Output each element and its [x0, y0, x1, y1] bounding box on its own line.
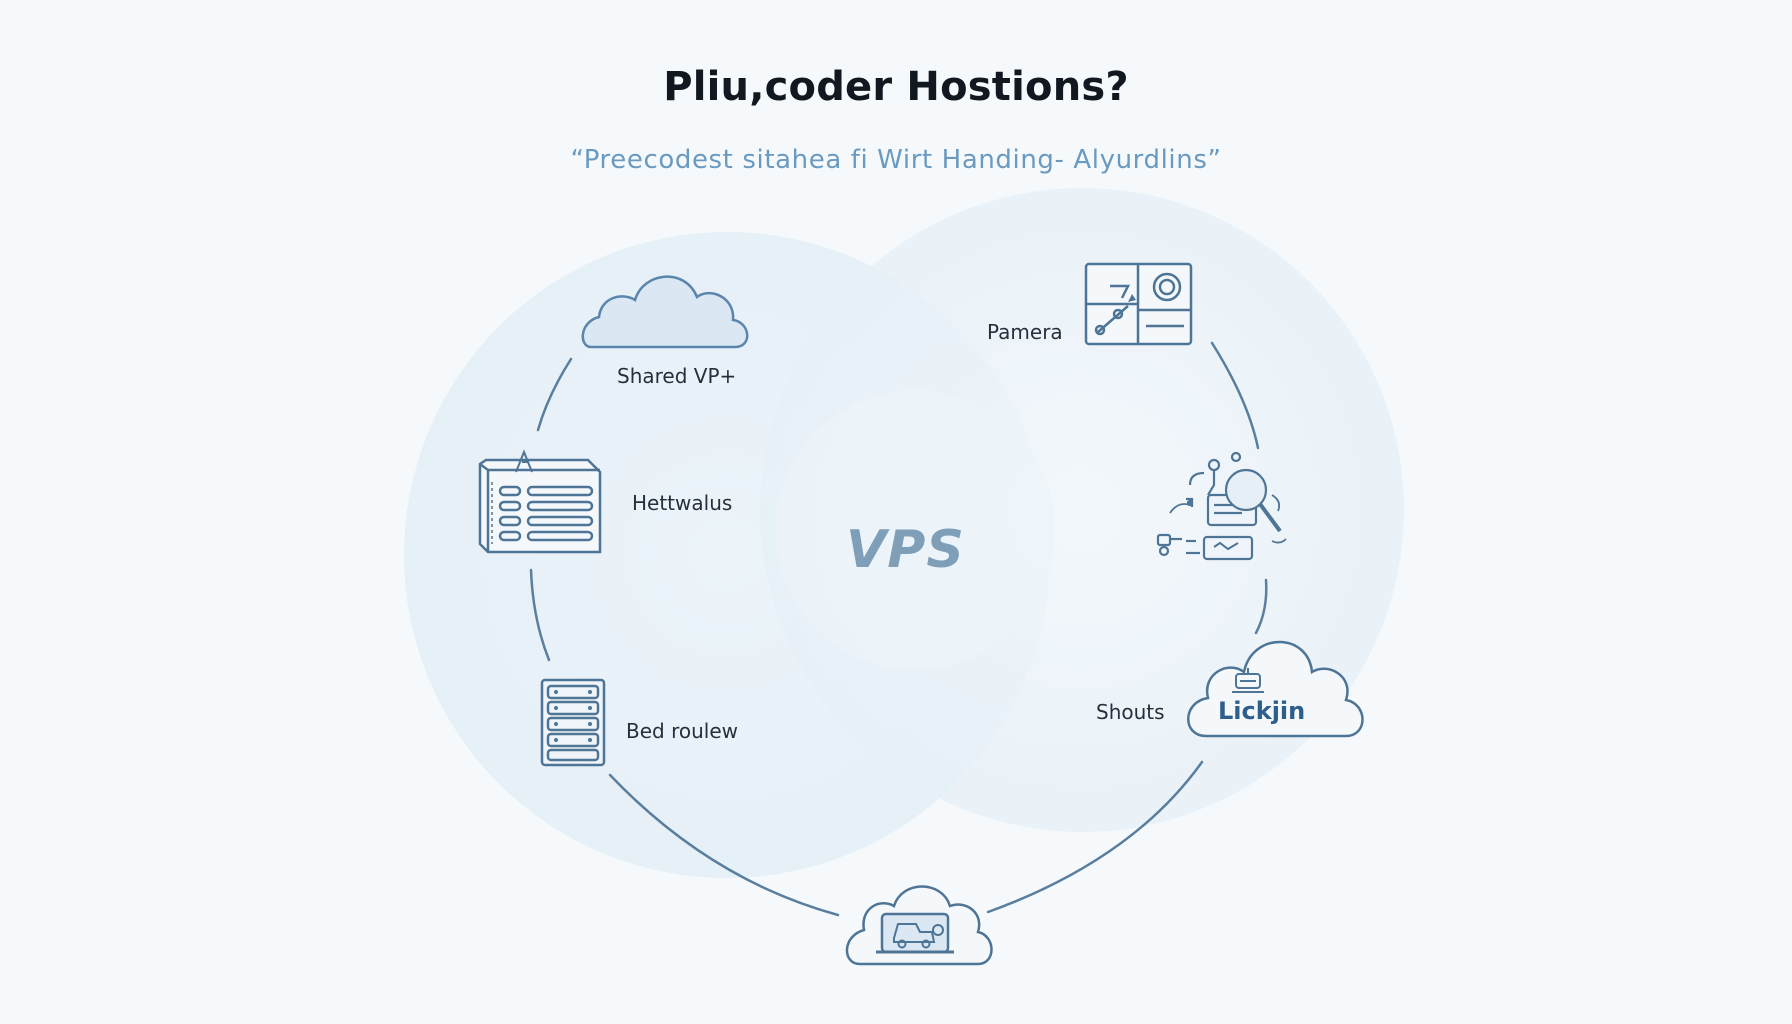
arc-bed-to-bottom	[608, 773, 840, 917]
document-list-icon	[478, 449, 602, 554]
arc-shared-to-hettwalus	[536, 357, 573, 432]
cloud-inner-label: Lickjin	[1218, 697, 1306, 725]
arc-bottom-to-shouts	[986, 760, 1204, 914]
page-subtitle: “Preecodest sitahea fi Wirt Handing- Aly…	[570, 145, 1222, 175]
node-label-shouts: Shouts	[1096, 700, 1165, 724]
page-title: Pliu,coder Hostions?	[663, 64, 1129, 110]
center-label-text: VPS	[846, 520, 965, 580]
center-label: VPS	[846, 520, 976, 590]
panel-grid-icon	[1084, 262, 1193, 346]
arc-shouts-to-analytics	[1254, 578, 1268, 635]
cloud-vehicle-icon	[845, 885, 993, 966]
cloud-icon	[581, 275, 749, 349]
node-label-shared: Shared VP+	[617, 364, 737, 388]
magnifier-network-icon	[1156, 451, 1287, 561]
server-rack-icon	[540, 678, 606, 767]
center-bubble	[775, 390, 1055, 670]
cloud-icon	[1187, 640, 1364, 738]
connection-arcs	[529, 341, 1268, 917]
arc-hettwalus-to-bed	[529, 568, 551, 662]
node-label-bed-roulew: Bed roulew	[626, 719, 738, 743]
arc-analytics-to-pamera	[1210, 341, 1260, 450]
node-label-pamera: Pamera	[987, 320, 1063, 344]
node-label-hettwalus: Hettwalus	[632, 491, 733, 515]
